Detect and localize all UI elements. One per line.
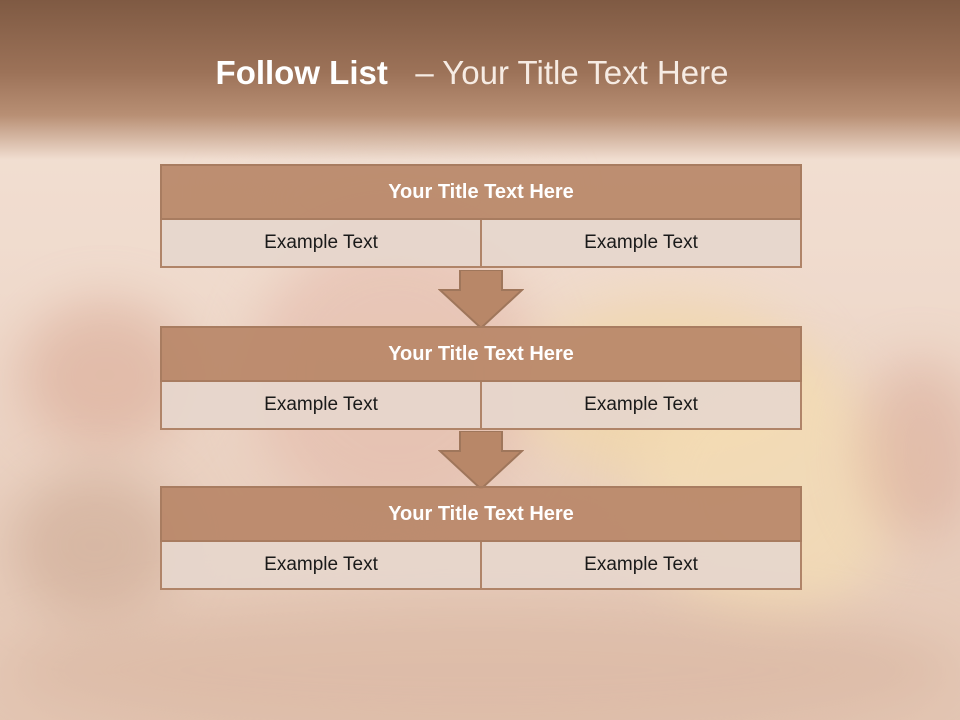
- block-title: Your Title Text Here: [160, 164, 802, 220]
- slide-title-rest: – Your Title Text Here: [415, 54, 729, 91]
- down-arrow-icon: [438, 270, 524, 328]
- block-row: Example Text Example Text: [160, 382, 802, 430]
- block-row: Example Text Example Text: [160, 220, 802, 268]
- list-block-3: Your Title Text Here Example Text Exampl…: [160, 486, 802, 590]
- block-cell-right: Example Text: [482, 220, 802, 268]
- block-cell-left: Example Text: [160, 542, 482, 590]
- list-block-1: Your Title Text Here Example Text Exampl…: [160, 164, 802, 268]
- block-row: Example Text Example Text: [160, 542, 802, 590]
- header-band: [0, 0, 960, 160]
- block-cell-left: Example Text: [160, 220, 482, 268]
- block-cell-right: Example Text: [482, 382, 802, 430]
- block-cell-left: Example Text: [160, 382, 482, 430]
- block-cell-right: Example Text: [482, 542, 802, 590]
- slide-title-bold: Follow List: [215, 54, 388, 91]
- down-arrow-icon: [438, 431, 524, 489]
- block-title: Your Title Text Here: [160, 486, 802, 542]
- slide-title: Follow List – Your Title Text Here: [0, 54, 944, 92]
- list-block-2: Your Title Text Here Example Text Exampl…: [160, 326, 802, 430]
- block-title: Your Title Text Here: [160, 326, 802, 382]
